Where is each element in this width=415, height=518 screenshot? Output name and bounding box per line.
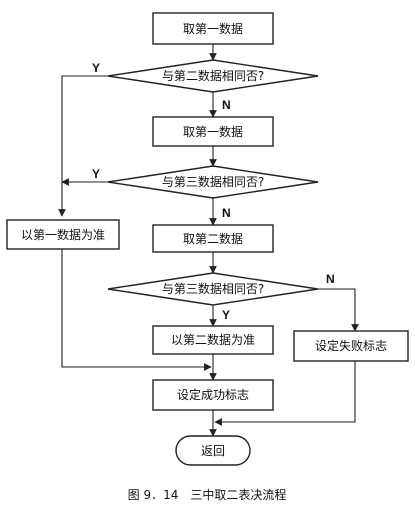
- arrow-d1-yes: [58, 75, 108, 217]
- process-fail: 设定失败标志: [293, 330, 409, 362]
- process-left-label: 以第一数据为准: [21, 227, 105, 242]
- process-n1: 取第一数据: [152, 12, 274, 45]
- label-y3: Y: [222, 308, 230, 322]
- process-n2: 取第一数据: [152, 116, 274, 147]
- process-ok: 设定成功标志: [152, 379, 274, 411]
- process-n4-label: 以第二数据为准: [171, 332, 255, 347]
- label-n3: N: [326, 272, 335, 286]
- arrow-d3-no: [318, 288, 359, 332]
- process-fail-label: 设定失败标志: [315, 338, 387, 353]
- process-n1-label: 取第一数据: [183, 21, 243, 36]
- figure-caption: 图 9．14 三中取二表决流程: [128, 487, 287, 502]
- label-y1: Y: [92, 61, 100, 75]
- process-ok-label: 设定成功标志: [177, 387, 249, 402]
- process-n4: 以第二数据为准: [152, 325, 274, 355]
- terminal-end-label: 返回: [201, 444, 225, 458]
- decision-d3: 与第三数据相同否?: [107, 272, 319, 306]
- label-y2: Y: [92, 167, 100, 181]
- arrow-fail-merge: [214, 361, 356, 426]
- process-left: 以第一数据为准: [6, 219, 120, 250]
- process-n2-label: 取第一数据: [183, 124, 243, 139]
- decision-d2: 与第三数据相同否?: [107, 165, 319, 199]
- decision-d2-label: 与第三数据相同否?: [162, 174, 264, 189]
- label-n2: N: [222, 206, 231, 220]
- terminal-end: 返回: [175, 435, 251, 466]
- decision-d3-label: 与第三数据相同否?: [162, 281, 264, 296]
- label-n1: N: [222, 98, 231, 112]
- process-n3-label: 取第二数据: [183, 231, 243, 246]
- arrow-left-merge: [61, 249, 212, 371]
- process-n3: 取第二数据: [152, 224, 274, 253]
- branch-labels: Y N Y N Y N: [92, 61, 335, 322]
- decision-d1: 与第二数据相同否?: [107, 59, 319, 93]
- connectors: [58, 44, 359, 437]
- decision-d1-label: 与第二数据相同否?: [162, 68, 264, 83]
